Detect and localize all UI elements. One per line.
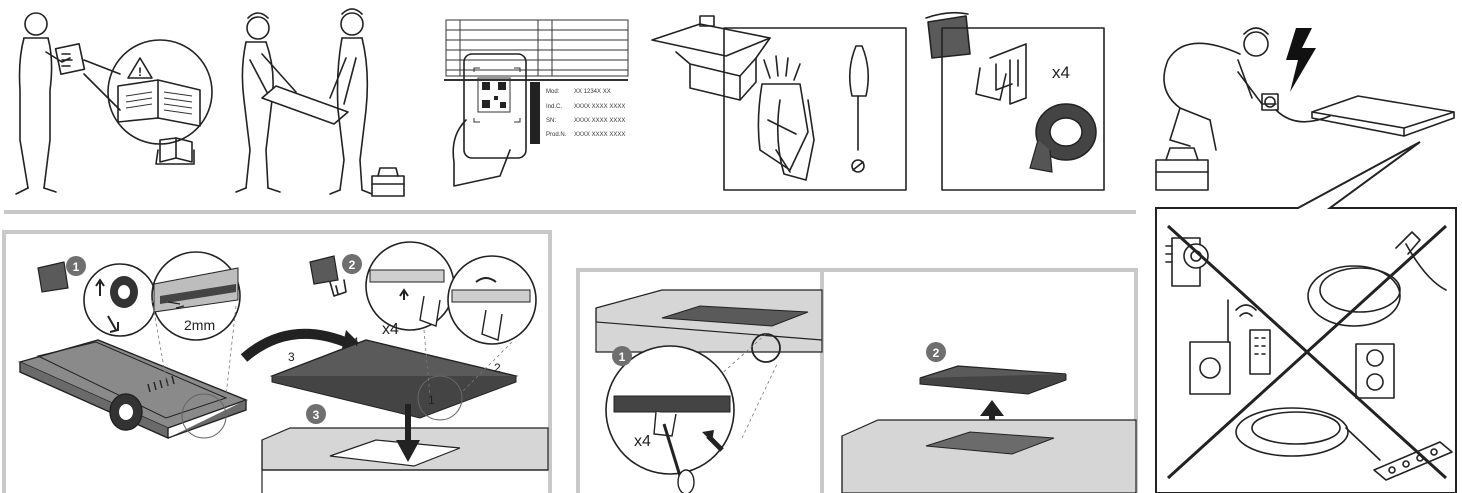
svg-text:1: 1 (619, 350, 626, 364)
power-socket-icon (1262, 94, 1330, 122)
rating-plate: Mod: XX 1234X XX Ind.C. XXXX XXXX XXXX S… (444, 20, 628, 186)
removal-qty-label: x4 (634, 433, 651, 450)
plate-ind-label: Ind.C. (546, 104, 562, 110)
person-reading-icon (16, 13, 120, 194)
removal-zoom: x4 (606, 346, 734, 493)
corner-1-label: 1 (428, 393, 435, 407)
sealing-tape-icon (1030, 104, 1096, 172)
tape-gap-zoom: 2mm (152, 252, 240, 340)
toolbox-icon (372, 168, 404, 196)
hob-underside (20, 340, 246, 438)
svg-text:1: 1 (73, 260, 80, 274)
clip-zoom-1: x4 (366, 242, 454, 338)
svg-text:3: 3 (313, 408, 320, 422)
lift-arrow (980, 400, 1004, 416)
plate-ind-value: XXXX XXXX XXXX (574, 104, 625, 110)
corner-3-label: 3 (288, 350, 295, 364)
electrician-icon (1164, 28, 1276, 150)
gloves-icon (758, 56, 814, 180)
tape-gap-label: 2mm (184, 317, 215, 333)
plate-mod-label: Mod: (546, 89, 560, 95)
tape-zoom (84, 264, 156, 336)
plate-sn-value: XXXX XXXX XXXX (574, 118, 625, 124)
installers-carrying-icon (236, 9, 372, 194)
plate-prod-value: XXXX XXXX XXXX (574, 132, 625, 138)
clip-zoom-2 (448, 256, 536, 344)
countertop (842, 420, 1136, 493)
plate-mod-value: XX 1234X XX (574, 89, 611, 95)
toolbox-icon (1156, 148, 1208, 190)
step-badge-1: 1 (612, 346, 632, 366)
step-badge-2: 2 (926, 342, 946, 362)
clips-qty-label: x4 (1052, 63, 1070, 82)
forbidden-panel (1156, 142, 1456, 493)
bracket-icon (976, 44, 1026, 104)
corner-2-label: 2 (494, 361, 501, 375)
tools-panel (724, 28, 906, 190)
bag-icon (926, 13, 970, 58)
step-badge-1: 1 (66, 256, 86, 276)
clips-qty-step: x4 (382, 321, 399, 338)
lightning-icon (1286, 28, 1316, 92)
corner-4-label: 4 (352, 335, 359, 349)
svg-text:2: 2 (933, 346, 940, 360)
step-badge-2: 2 (342, 254, 362, 274)
bag-icon (38, 262, 68, 292)
hob-top: 3 4 2 1 (272, 335, 516, 420)
svg-text:2: 2 (349, 258, 356, 272)
lifted-hob (920, 366, 1066, 394)
bag-icon (310, 256, 338, 284)
step-badge-3: 3 (306, 404, 326, 424)
plate-sn-label: SN: (546, 118, 556, 124)
manual-zoom: ! (108, 40, 212, 144)
warning-triangle-icon: ! (128, 58, 152, 79)
hob-slab (1312, 96, 1454, 136)
svg-text:!: ! (138, 65, 142, 79)
bracket-icon (330, 280, 346, 296)
plate-prod-label: Prod.N. (546, 132, 567, 138)
screwdriver-icon (850, 46, 869, 172)
